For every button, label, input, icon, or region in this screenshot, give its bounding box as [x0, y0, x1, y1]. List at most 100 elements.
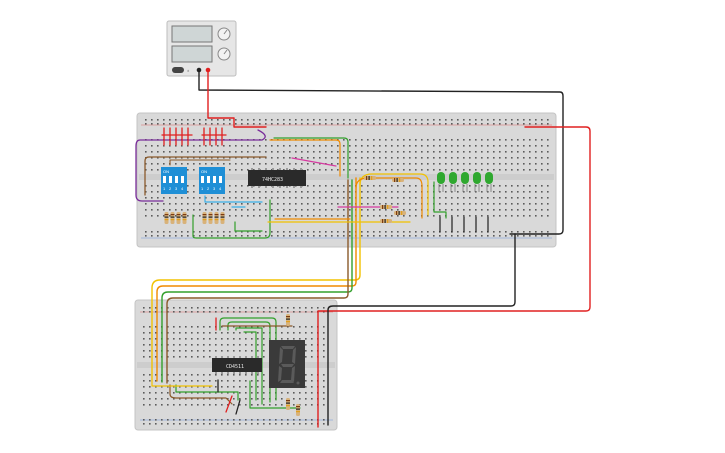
breadboard-hole[interactable] [475, 163, 477, 165]
breadboard-hole[interactable] [475, 123, 477, 125]
breadboard-hole[interactable] [451, 145, 453, 147]
breadboard-hole[interactable] [247, 169, 249, 171]
breadboard-hole[interactable] [151, 163, 153, 165]
breadboard-hole[interactable] [535, 209, 537, 211]
breadboard-hole[interactable] [185, 404, 187, 406]
breadboard-hole[interactable] [185, 374, 187, 376]
breadboard-hole[interactable] [481, 139, 483, 141]
breadboard-hole[interactable] [175, 123, 177, 125]
breadboard-hole[interactable] [205, 157, 207, 159]
breadboard-hole[interactable] [481, 209, 483, 211]
breadboard-hole[interactable] [263, 392, 265, 394]
breadboard-hole[interactable] [265, 119, 267, 121]
breadboard-hole[interactable] [307, 123, 309, 125]
breadboard-hole[interactable] [275, 419, 277, 421]
breadboard-hole[interactable] [511, 231, 513, 233]
breadboard-hole[interactable] [205, 197, 207, 199]
breadboard-hole[interactable] [457, 203, 459, 205]
breadboard-hole[interactable] [235, 123, 237, 125]
breadboard-hole[interactable] [409, 151, 411, 153]
breadboard-hole[interactable] [247, 185, 249, 187]
breadboard-hole[interactable] [155, 356, 157, 358]
breadboard-hole[interactable] [421, 145, 423, 147]
breadboard-hole[interactable] [313, 169, 315, 171]
breadboard-hole[interactable] [361, 163, 363, 165]
breadboard-hole[interactable] [313, 119, 315, 121]
breadboard-hole[interactable] [337, 231, 339, 233]
breadboard-hole[interactable] [415, 203, 417, 205]
breadboard-hole[interactable] [265, 123, 267, 125]
breadboard-hole[interactable] [167, 344, 169, 346]
breadboard-hole[interactable] [409, 139, 411, 141]
breadboard-hole[interactable] [197, 398, 199, 400]
breadboard-hole[interactable] [367, 209, 369, 211]
dip-switch-2-toggle-2[interactable] [207, 176, 210, 183]
breadboard-hole[interactable] [415, 169, 417, 171]
breadboard-hole[interactable] [145, 215, 147, 217]
breadboard-hole[interactable] [337, 119, 339, 121]
breadboard-hole[interactable] [385, 197, 387, 199]
breadboard-hole[interactable] [433, 235, 435, 237]
breadboard-hole[interactable] [259, 119, 261, 121]
dip-switch-1-toggle-4[interactable] [181, 176, 184, 183]
breadboard-hole[interactable] [403, 163, 405, 165]
breadboard-hole[interactable] [311, 311, 313, 313]
breadboard-hole[interactable] [385, 209, 387, 211]
breadboard-hole[interactable] [535, 231, 537, 233]
breadboard-hole[interactable] [457, 197, 459, 199]
breadboard-hole[interactable] [301, 197, 303, 199]
wire-green-ll-1[interactable] [192, 199, 271, 239]
breadboard-hole[interactable] [257, 423, 259, 425]
breadboard-hole[interactable] [185, 423, 187, 425]
breadboard-hole[interactable] [253, 191, 255, 193]
breadboard-hole[interactable] [253, 169, 255, 171]
breadboard-hole[interactable] [197, 423, 199, 425]
breadboard-hole[interactable] [379, 185, 381, 187]
breadboard-hole[interactable] [223, 197, 225, 199]
breadboard-hole[interactable] [535, 123, 537, 125]
breadboard-hole[interactable] [475, 191, 477, 193]
breadboard-hole[interactable] [157, 215, 159, 217]
breadboard-hole[interactable] [263, 344, 265, 346]
breadboard-hole[interactable] [227, 423, 229, 425]
breadboard-hole[interactable] [215, 338, 217, 340]
wire-brown-upper-2[interactable] [169, 159, 231, 166]
breadboard-hole[interactable] [209, 374, 211, 376]
breadboard-hole[interactable] [505, 209, 507, 211]
breadboard-hole[interactable] [373, 123, 375, 125]
breadboard-hole[interactable] [487, 197, 489, 199]
breadboard-hole[interactable] [253, 235, 255, 237]
breadboard-hole[interactable] [149, 374, 151, 376]
breadboard-hole[interactable] [499, 163, 501, 165]
breadboard-hole[interactable] [305, 338, 307, 340]
breadboard-hole[interactable] [179, 307, 181, 309]
breadboard-hole[interactable] [175, 119, 177, 121]
breadboard-hole[interactable] [403, 197, 405, 199]
breadboard-hole[interactable] [217, 145, 219, 147]
breadboard-hole[interactable] [529, 197, 531, 199]
breadboard-hole[interactable] [155, 344, 157, 346]
breadboard-hole[interactable] [529, 123, 531, 125]
breadboard-hole[interactable] [187, 169, 189, 171]
breadboard-hole[interactable] [203, 307, 205, 309]
breadboard-hole[interactable] [535, 151, 537, 153]
breadboard-hole[interactable] [295, 145, 297, 147]
breadboard-hole[interactable] [409, 209, 411, 211]
breadboard-hole[interactable] [343, 123, 345, 125]
breadboard-hole[interactable] [245, 392, 247, 394]
breadboard-hole[interactable] [307, 203, 309, 205]
breadboard-hole[interactable] [547, 215, 549, 217]
breadboard-hole[interactable] [155, 374, 157, 376]
breadboard-hole[interactable] [253, 119, 255, 121]
breadboard-hole[interactable] [169, 215, 171, 217]
breadboard-hole[interactable] [287, 311, 289, 313]
breadboard-hole[interactable] [181, 209, 183, 211]
breadboard-hole[interactable] [451, 191, 453, 193]
breadboard-hole[interactable] [275, 404, 277, 406]
breadboard-hole[interactable] [241, 209, 243, 211]
breadboard-hole[interactable] [167, 423, 169, 425]
breadboard-hole[interactable] [271, 119, 273, 121]
breadboard-hole[interactable] [173, 332, 175, 334]
breadboard-hole[interactable] [253, 215, 255, 217]
breadboard-hole[interactable] [277, 119, 279, 121]
